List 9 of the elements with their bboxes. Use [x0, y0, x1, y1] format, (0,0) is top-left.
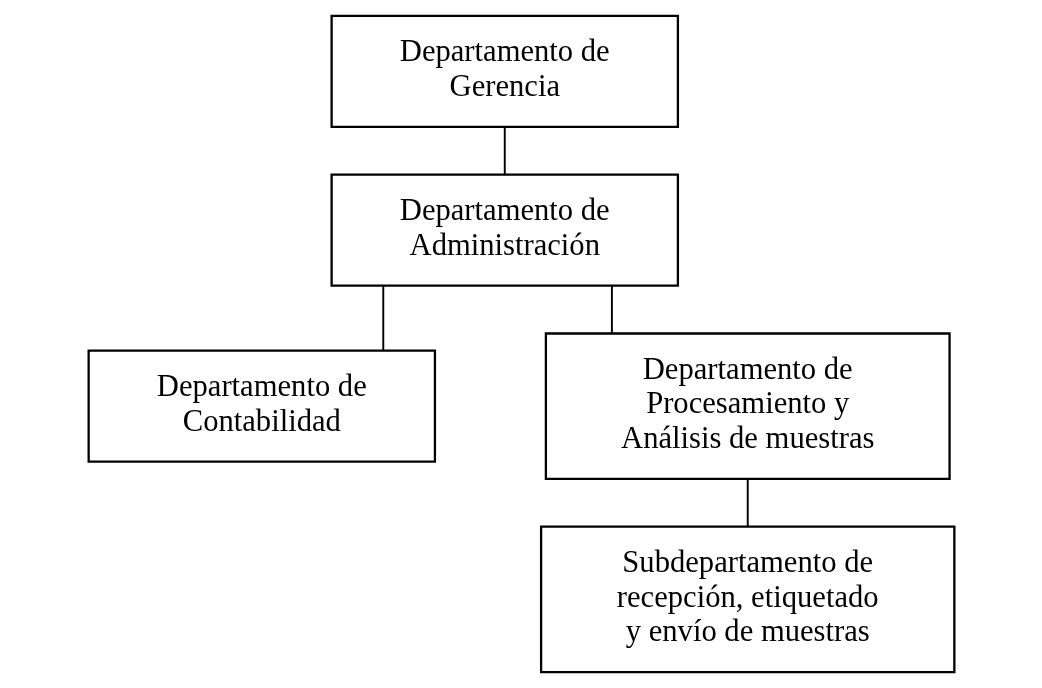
- connector: [746, 478, 749, 528]
- node-box: Subdepartamento de recepción, etiquetado y envío de muestras: [539, 525, 955, 674]
- node-box: Departamento de Contabilidad: [87, 349, 436, 463]
- node-box: Departamento de Gerencia: [329, 14, 679, 128]
- node-box: Departamento de Administración: [329, 173, 679, 287]
- connector: [381, 284, 384, 352]
- connector: [610, 284, 613, 335]
- connector: [503, 125, 506, 176]
- node-box: Departamento de Procesamiento y Análisis de muestras: [544, 332, 951, 481]
